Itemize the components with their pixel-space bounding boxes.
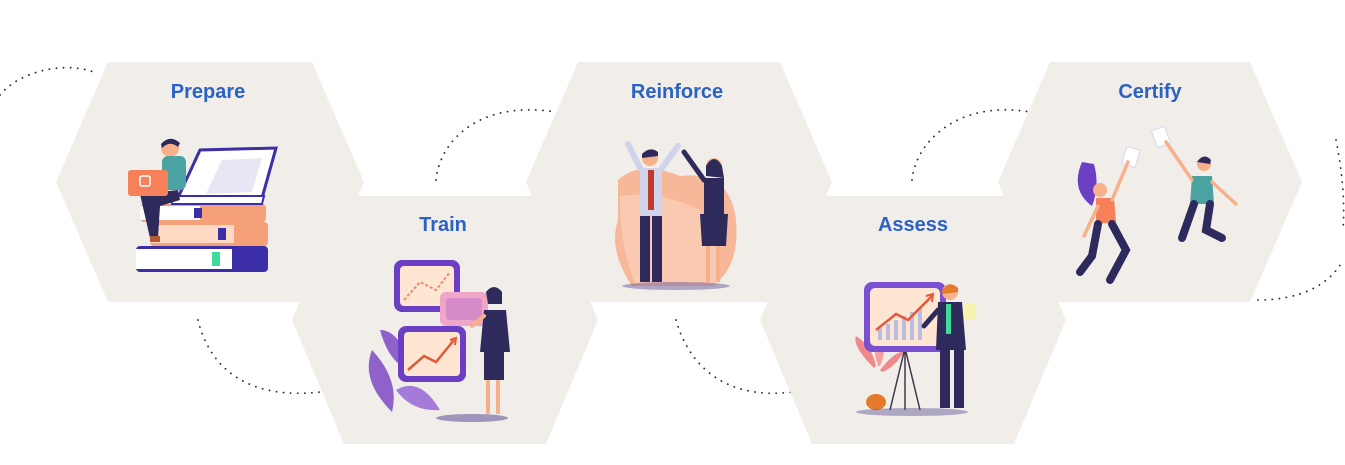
jumping-celebration-icon: [1076, 125, 1238, 284]
man-presenting-growth-chart-icon: [855, 282, 976, 416]
high-five-colleagues-icon: [615, 141, 737, 290]
person-with-laptop-on-books-icon: [128, 138, 278, 272]
step-title-prepare: Prepare: [171, 81, 246, 103]
dotted-connectors: [0, 66, 1345, 395]
step-title-certify: Certify: [1118, 81, 1182, 103]
step-title-assess: Assess: [878, 214, 948, 236]
step-title-reinforce: Reinforce: [631, 81, 723, 103]
step-titles: Prepare Train Reinforce Assess Certify: [171, 81, 1183, 236]
step-title-train: Train: [419, 214, 467, 236]
woman-presenting-charts-icon: [368, 260, 510, 422]
hex-certify: [998, 62, 1302, 302]
